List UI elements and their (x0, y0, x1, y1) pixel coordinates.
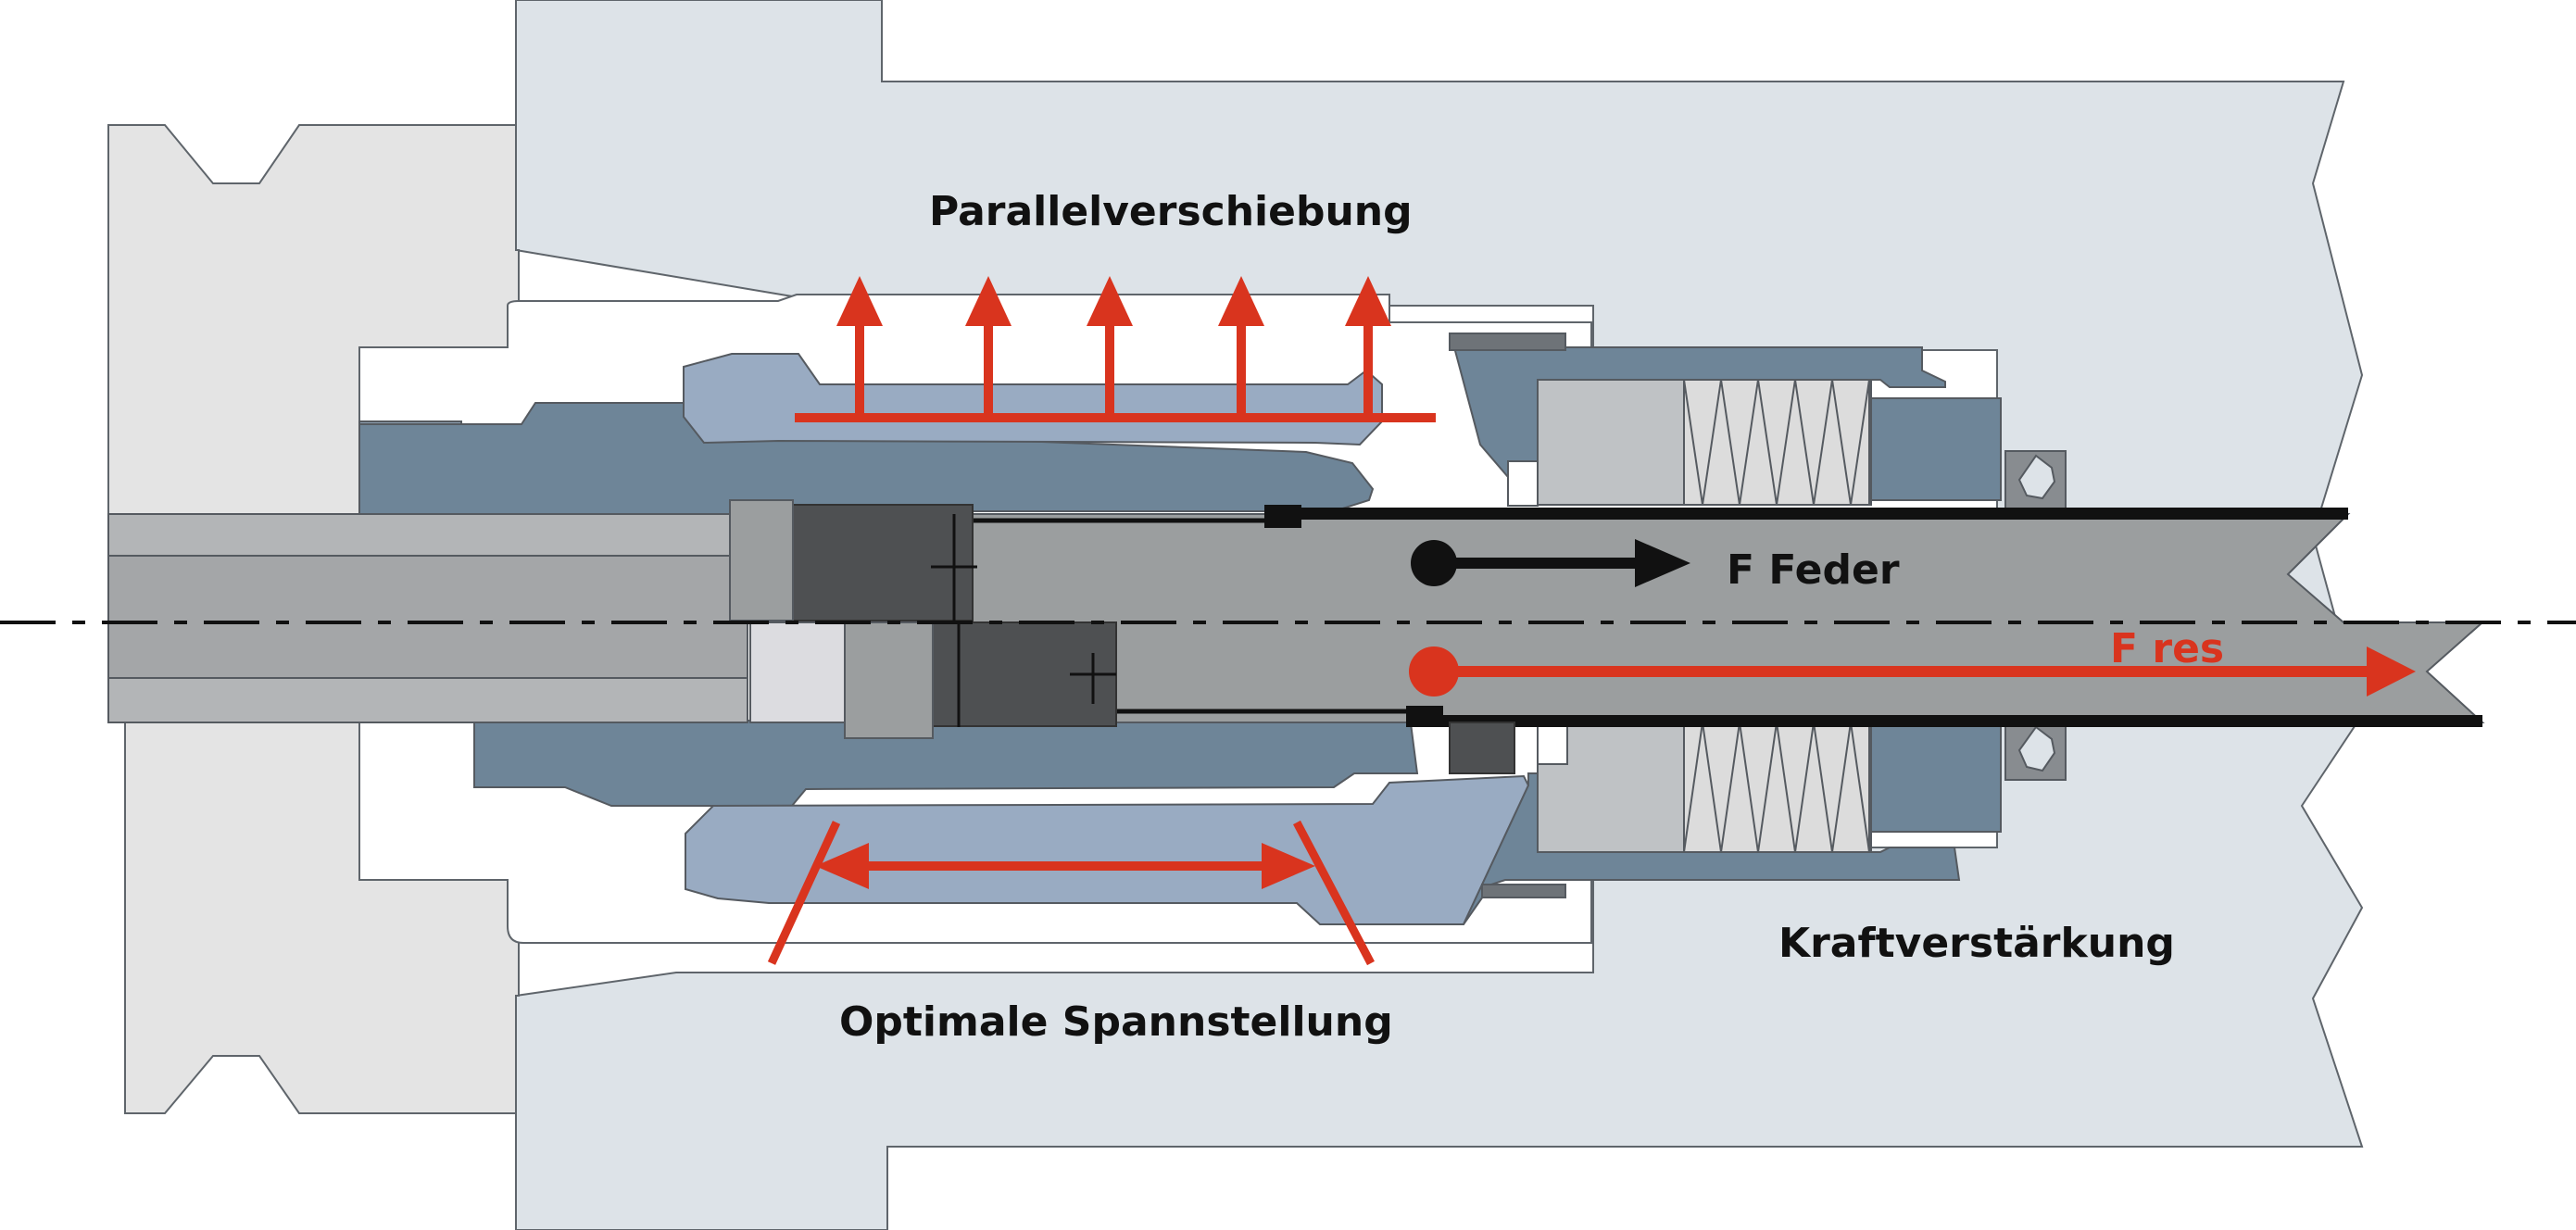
drawbar-end-block (1449, 722, 1515, 774)
piston-cap-upper (1449, 333, 1566, 351)
label-resulting-force: F res (2110, 625, 2224, 672)
force-arrow-icon (2367, 646, 2416, 697)
label-spring-force: F Feder (1727, 546, 1900, 594)
disc-spring-upper (1683, 379, 1870, 506)
drawbar-lower-cap (1406, 706, 1443, 726)
retention-knob-lower (844, 621, 934, 739)
seal-ring-lower (2004, 722, 2067, 781)
spring-force-arrow (1411, 539, 1690, 587)
drawbar (972, 513, 2485, 723)
disc-spring-zigzag-upper (1683, 379, 1870, 506)
tool-shank-core (107, 555, 748, 679)
double-arrow-right-icon (1262, 843, 1315, 889)
red-arrow-icon (1087, 276, 1133, 417)
piston-lower-block (1870, 722, 2002, 833)
bolt-markings (931, 514, 1116, 727)
double-arrow-left-icon (815, 843, 869, 889)
slot-upper (1507, 460, 1539, 507)
tool-shank-tip (749, 621, 848, 723)
seal-ring-upper (2004, 450, 2067, 509)
resulting-force-arrow (1409, 646, 2416, 697)
parallel-shift-base-line (795, 413, 1436, 422)
slot-lower (1537, 722, 1568, 765)
label-parallel-shift: Parallelverschiebung (929, 188, 1413, 235)
drawbar-bottom-edge (1406, 715, 2482, 727)
clamping-limit-right (1293, 820, 1375, 966)
force-arrow-icon (1635, 539, 1690, 587)
retention-knob-upper (729, 499, 794, 621)
drawbar-top-edge (1264, 508, 2348, 520)
red-arrow-icon (1345, 276, 1391, 417)
label-force-amplification: Kraftverstärkung (1778, 920, 2175, 967)
label-optimal-clamping: Optimale Spannstellung (839, 998, 1393, 1046)
red-arrow-icon (836, 276, 883, 417)
drawbar-upper-cap (1264, 505, 1301, 528)
piston-upper-block (1870, 397, 2002, 501)
piston-cap-lower (1481, 884, 1566, 898)
clamping-limit-left (767, 821, 841, 965)
parallel-shift-arrows (795, 276, 1436, 422)
drawbar-bolt-upper (782, 504, 974, 621)
red-arrow-icon (965, 276, 1012, 417)
red-arrow-icon (1218, 276, 1264, 417)
optimal-clamping-indicator (767, 820, 1375, 966)
disc-spring-lower (1683, 722, 1870, 853)
